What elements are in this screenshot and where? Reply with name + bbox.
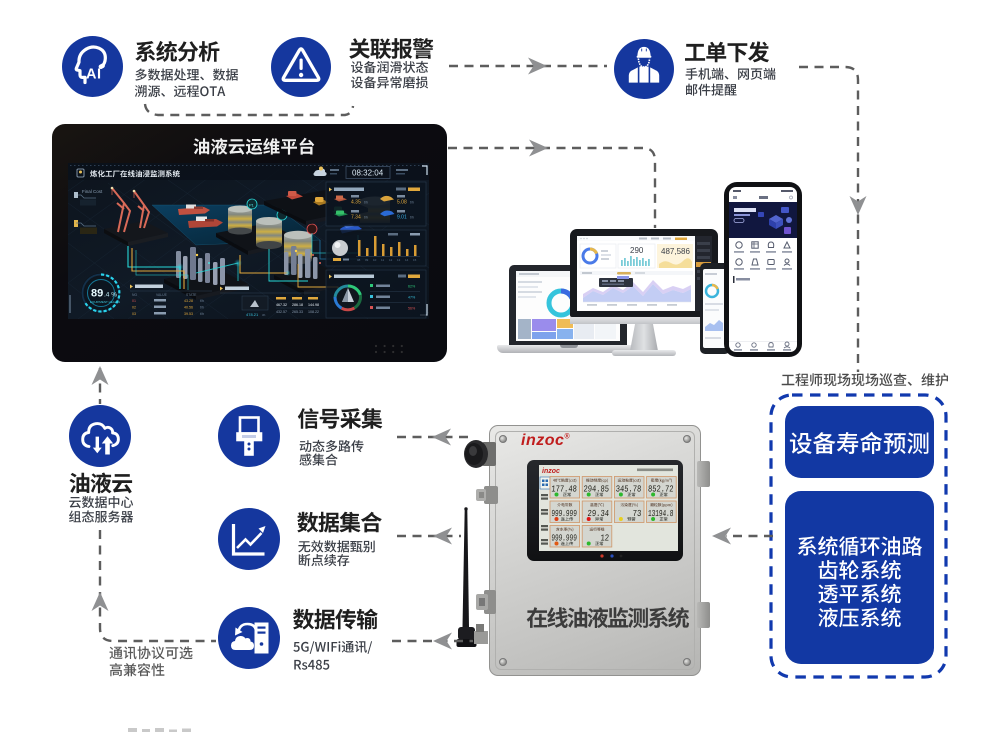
svg-text:265.33: 265.33	[292, 310, 303, 314]
svg-text:286.18: 286.18	[292, 303, 303, 307]
svg-text:14: 14	[405, 258, 409, 262]
svg-text:487,586: 487,586	[661, 247, 690, 256]
svg-text:39.53: 39.53	[184, 312, 193, 316]
svg-text:13: 13	[397, 258, 401, 262]
svg-text:NO: NO	[132, 293, 137, 297]
svg-text:7.34: 7.34	[351, 215, 361, 221]
svg-text:73: 73	[632, 508, 641, 519]
svg-text:t/h: t/h	[410, 216, 414, 220]
svg-text:43.28: 43.28	[184, 299, 193, 303]
svg-text:5.08: 5.08	[397, 200, 407, 206]
svg-text:56%: 56%	[408, 307, 416, 311]
svg-text:4.35: 4.35	[351, 200, 361, 206]
svg-text:08: 08	[357, 258, 361, 262]
svg-text:10: 10	[373, 258, 377, 262]
svg-text:294.85: 294.85	[583, 483, 609, 494]
svg-text:108.22: 108.22	[308, 310, 319, 314]
svg-text:40.56: 40.56	[184, 306, 193, 310]
svg-text:t/h: t/h	[364, 216, 368, 220]
svg-text:09: 09	[365, 258, 369, 262]
svg-text:inzoc: inzoc	[542, 468, 560, 475]
svg-text:29.34: 29.34	[587, 508, 609, 519]
svg-text:467.32: 467.32	[276, 303, 287, 307]
svg-text:478.21: 478.21	[246, 312, 259, 317]
svg-text:89: 89	[91, 288, 103, 300]
svg-text:290: 290	[630, 246, 644, 255]
svg-text:t/h: t/h	[364, 201, 368, 205]
svg-text:852.72: 852.72	[648, 483, 674, 494]
svg-text:999.999: 999.999	[551, 508, 577, 519]
svg-text:t/h: t/h	[200, 299, 204, 303]
svg-text:13194.8: 13194.8	[648, 508, 674, 519]
svg-text:t/h: t/h	[200, 306, 204, 310]
svg-text:08:32:04: 08:32:04	[352, 169, 384, 178]
svg-text:01: 01	[132, 299, 136, 303]
svg-text:47%: 47%	[408, 296, 416, 300]
svg-text:62%: 62%	[408, 285, 416, 289]
svg-text:t/h: t/h	[262, 313, 266, 317]
svg-text:432.57: 432.57	[276, 310, 287, 314]
svg-text:t/h: t/h	[200, 312, 204, 316]
svg-text:Final Cost: Final Cost	[82, 189, 103, 194]
svg-text:.4 %: .4 %	[104, 292, 117, 299]
svg-text:02: 02	[132, 306, 136, 310]
svg-text:P1: P1	[249, 203, 255, 208]
svg-text:t/h: t/h	[410, 201, 414, 205]
svg-text:EQUIPMENT HEALTH: EQUIPMENT HEALTH	[90, 300, 120, 304]
svg-text:STATE: STATE	[186, 293, 197, 297]
svg-text:9.01: 9.01	[397, 215, 407, 221]
svg-text:15: 15	[413, 258, 417, 262]
svg-text:12: 12	[389, 258, 393, 262]
svg-text:VALUE: VALUE	[156, 293, 168, 297]
svg-text:03: 03	[132, 312, 136, 316]
svg-text:11: 11	[381, 258, 384, 262]
svg-text:144.98: 144.98	[308, 303, 319, 307]
svg-text:177.48: 177.48	[551, 483, 577, 494]
svg-text:12: 12	[600, 532, 609, 543]
svg-text:AI: AI	[86, 67, 102, 83]
svg-text:999.999: 999.999	[551, 532, 577, 543]
svg-text:345.78: 345.78	[615, 483, 641, 494]
